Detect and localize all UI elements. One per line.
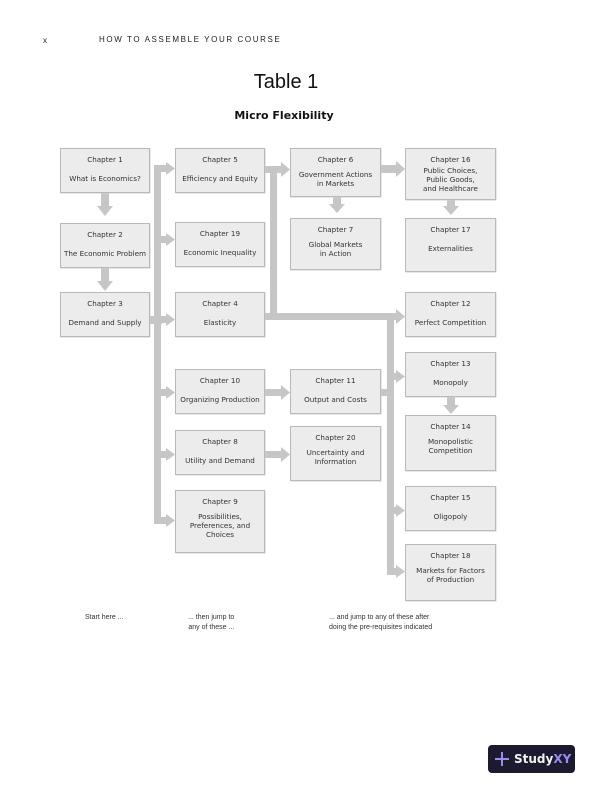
chapter-number: Chapter 1 <box>87 155 123 164</box>
brand-name: StudyXY <box>514 752 571 766</box>
chapter-title: Externalities <box>428 244 473 253</box>
chapter-box-1: Chapter 1 What is Economics? <box>60 148 150 193</box>
arrow-ch13-ch14 <box>443 405 459 414</box>
arrow-to-ch8 <box>166 448 175 461</box>
plus-icon <box>495 752 509 766</box>
chapter-box-7: Chapter 7 Global Markets in Action <box>290 218 381 270</box>
arrow-ch6-ch16 <box>396 161 405 177</box>
chapter-number: Chapter 3 <box>87 299 123 308</box>
chapter-number: Chapter 16 <box>430 155 471 164</box>
chapter-number: Chapter 19 <box>199 229 241 238</box>
chapter-number: Chapter 9 <box>202 497 238 506</box>
arrow-ch10-ch11 <box>281 385 290 400</box>
chapter-number: Chapter 6 <box>317 155 354 164</box>
chapter-box-13: Chapter 13 Monopoly <box>405 352 496 397</box>
chapter-title: Government Actions in Markets <box>298 170 373 188</box>
arrow-to-ch19 <box>166 233 175 246</box>
chapter-box-14: Chapter 14 Monopolistic Competition <box>405 415 496 471</box>
arrow-ch1-ch2-shaft <box>101 193 109 206</box>
chapter-box-5: Chapter 5 Efficiency and Equity <box>175 148 265 193</box>
chapter-number: Chapter 11 <box>315 376 356 385</box>
chapter-title: Output and Costs <box>304 395 367 404</box>
chapter-number: Chapter 13 <box>430 359 471 368</box>
chapter-title: Oligopoly <box>433 512 468 521</box>
chapter-box-20: Chapter 20 Uncertainty and Information <box>290 426 381 481</box>
diagram-subtitle: Micro Flexibility <box>234 109 334 122</box>
chapter-box-8: Chapter 8 Utility and Demand <box>175 430 265 475</box>
chapter-number: Chapter 20 <box>315 433 356 442</box>
chapter-title: Markets for Factors of Production <box>416 566 485 584</box>
chapter-title: Public Choices, Public Goods, and Health… <box>423 166 478 193</box>
right-spine <box>387 313 394 575</box>
chapter-title: Uncertainty and Information <box>306 448 365 466</box>
chapter-title: The Economic Problem <box>63 249 147 258</box>
note-and-jump: ... and jump to any of these after doing… <box>329 614 433 631</box>
arrow-to-ch12 <box>396 309 405 324</box>
chapter-title: What is Economics? <box>69 174 141 183</box>
chapter-title: Organizing Production <box>180 395 260 404</box>
chapter-number: Chapter 10 <box>199 376 241 385</box>
arrow-to-ch18 <box>396 565 405 578</box>
table-title: Table 1 <box>253 71 319 93</box>
chapter-box-6: Chapter 6 Government Actions in Markets <box>290 148 381 197</box>
arrow-to-ch6 <box>281 162 290 177</box>
chapter-box-15: Chapter 15 Oligopoly <box>405 486 496 531</box>
chapter-box-9: Chapter 9 Possibilities, Preferences, an… <box>175 490 265 553</box>
chapter-number: Chapter 7 <box>317 225 354 234</box>
chapter-title: Utility and Demand <box>185 456 255 465</box>
chapter-number: Chapter 5 <box>202 155 238 164</box>
left-spine <box>154 168 161 524</box>
chapter-title: Global Markets in Action <box>308 240 363 258</box>
chapter-number: Chapter 17 <box>430 225 471 234</box>
chapter-box-4: Chapter 4 Elasticity <box>175 292 265 337</box>
chapter-title: Elasticity <box>203 318 237 327</box>
chapter-title: Monopoly <box>433 378 468 387</box>
studyxy-badge[interactable]: StudyXY <box>488 745 575 773</box>
chapter-number: Chapter 12 <box>430 299 471 308</box>
chapter-number: Chapter 15 <box>430 493 471 502</box>
chapter-number: Chapter 2 <box>87 230 123 239</box>
chapter-box-10: Chapter 10 Organizing Production <box>175 369 265 414</box>
arrow-ch8-ch20 <box>281 447 290 462</box>
chapter-title: Possibilities, Preferences, and Choices <box>189 512 251 539</box>
chapter-box-11: Chapter 11 Output and Costs <box>290 369 381 414</box>
chapter-box-2: Chapter 2 The Economic Problem <box>60 223 150 268</box>
arrow-to-ch13 <box>396 370 405 383</box>
arrow-to-ch15 <box>396 504 405 517</box>
brand-accent: XY <box>553 752 572 766</box>
chapter-box-12: Chapter 12 Perfect Competition <box>405 292 496 337</box>
chapter-number: Chapter 18 <box>430 551 471 560</box>
arrow-ch2-ch3-shaft <box>101 268 109 281</box>
arrow-ch2-ch3-head <box>97 281 113 291</box>
arrow-to-ch9 <box>166 514 175 527</box>
chapter-box-17: Chapter 17 Externalities <box>405 218 496 272</box>
chapter-box-16: Chapter 16 Public Choices, Public Goods,… <box>405 148 496 200</box>
chapter-title: Efficiency and Equity <box>182 174 258 183</box>
chapter-box-18: Chapter 18 Markets for Factors of Produc… <box>405 544 496 601</box>
running-header: HOW TO ASSEMBLE YOUR COURSE <box>99 35 282 44</box>
chapter-number: Chapter 4 <box>202 299 238 308</box>
chapter-box-3: Chapter 3 Demand and Supply <box>60 292 150 337</box>
arrow-ch6-ch7 <box>329 204 345 213</box>
note-start-here: Start here ... <box>85 614 124 621</box>
chapter-title: Demand and Supply <box>68 318 142 327</box>
arrow-to-ch4 <box>166 313 175 326</box>
page-marker: x <box>43 36 47 45</box>
arrow-to-ch10 <box>166 386 175 399</box>
note-then-jump: ... then jump to any of these ... <box>188 614 235 631</box>
chapter-title: Perfect Competition <box>414 318 487 327</box>
arrow-ch16-ch17 <box>443 206 459 215</box>
arrow-to-ch5 <box>166 162 175 175</box>
chapter-number: Chapter 14 <box>430 422 471 431</box>
brand-main: Study <box>514 752 554 766</box>
chapter-number: Chapter 8 <box>202 437 238 446</box>
arrow-ch1-ch2-head <box>97 206 113 216</box>
chapter-title: Monopolistic Competition <box>427 437 474 455</box>
middle-spine <box>270 166 277 320</box>
chapter-title: Economic Inequality <box>183 248 257 257</box>
chapter-box-19: Chapter 19 Economic Inequality <box>175 222 265 267</box>
